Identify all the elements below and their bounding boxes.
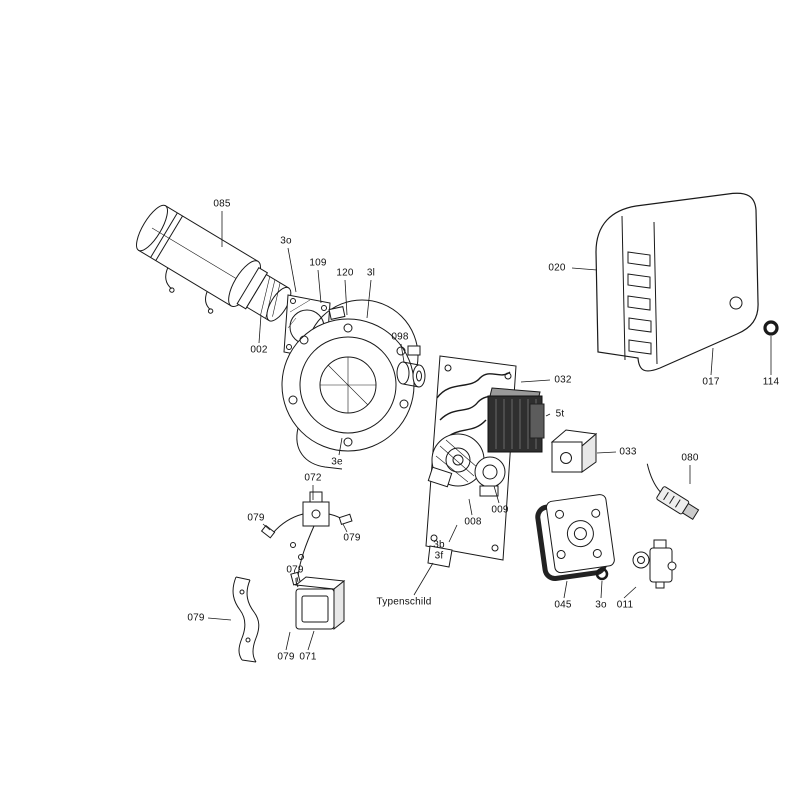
leader-lines (207, 211, 772, 651)
part-label-079-e: 079 (277, 651, 295, 663)
part-label-017: 017 (702, 376, 720, 388)
typenschild-tab (427, 545, 453, 568)
ignition-transformer-drawing (294, 576, 346, 631)
cable-plug (260, 524, 276, 539)
part-label-3l: 3l (366, 267, 376, 279)
part-label-080: 080 (681, 452, 699, 464)
oring-drawing (595, 567, 609, 581)
part-label-3o-oring: 3o (595, 599, 607, 611)
part-label-079-b: 079 (343, 532, 361, 544)
part-label-114: 114 (762, 376, 780, 388)
fan-housing-drawing (281, 299, 421, 470)
part-label-008: 008 (464, 516, 482, 528)
part-label-3o-gasket: 3o (280, 235, 292, 247)
cable-plug (338, 513, 353, 525)
part-label-002: 002 (250, 344, 268, 356)
solenoid-valve-drawing (260, 491, 353, 586)
part-label-032: 032 (554, 374, 572, 386)
part-label-071: 071 (299, 651, 317, 663)
bracket-drawing (232, 576, 260, 663)
part-label-120: 120 (336, 267, 354, 279)
control-box-drawing (487, 387, 545, 453)
pump-foot-008 (479, 485, 499, 497)
part-label-033: 033 (619, 446, 637, 458)
flange-drawing (535, 494, 615, 581)
tube-bracket (205, 291, 211, 311)
part-label-3f: 3f (434, 550, 444, 562)
plug-connector-drawing (646, 463, 700, 520)
part-label-5t: 5t (555, 408, 565, 420)
part-label-079-d: 079 (187, 612, 205, 624)
coupling-drawing (396, 361, 426, 388)
part-label-098: 098 (391, 331, 409, 343)
part-label-045: 045 (554, 599, 572, 611)
housing-ear (328, 306, 346, 320)
housing-foot (296, 427, 343, 470)
hood-vent-slots (627, 251, 652, 355)
hood-drawing (595, 192, 779, 372)
flame-head-002 (246, 273, 292, 322)
hood-sight-hole (729, 296, 743, 310)
part-label-typenschild: Typenschild (376, 596, 432, 608)
part-label-3b: 3b (433, 539, 445, 551)
relay-5t (529, 403, 545, 439)
motor-pump-drawing (427, 433, 506, 497)
part-label-072: 072 (304, 472, 322, 484)
housing-ear (407, 345, 421, 356)
pump-009 (474, 456, 506, 488)
junction-box-drawing (550, 429, 598, 473)
part-label-011: 011 (616, 599, 634, 611)
burner-tube-drawing (136, 204, 292, 322)
grommet-ring-114 (763, 320, 779, 336)
part-label-3e: 3e (331, 456, 343, 468)
part-label-085: 085 (213, 198, 231, 210)
valve-unit-drawing (632, 539, 677, 589)
part-label-020: 020 (548, 262, 566, 274)
tube-bracket (165, 267, 172, 290)
part-label-009: 009 (491, 504, 509, 516)
part-label-079-a: 079 (247, 512, 265, 524)
part-label-109: 109 (309, 257, 327, 269)
part-label-079-c: 079 (286, 564, 304, 576)
